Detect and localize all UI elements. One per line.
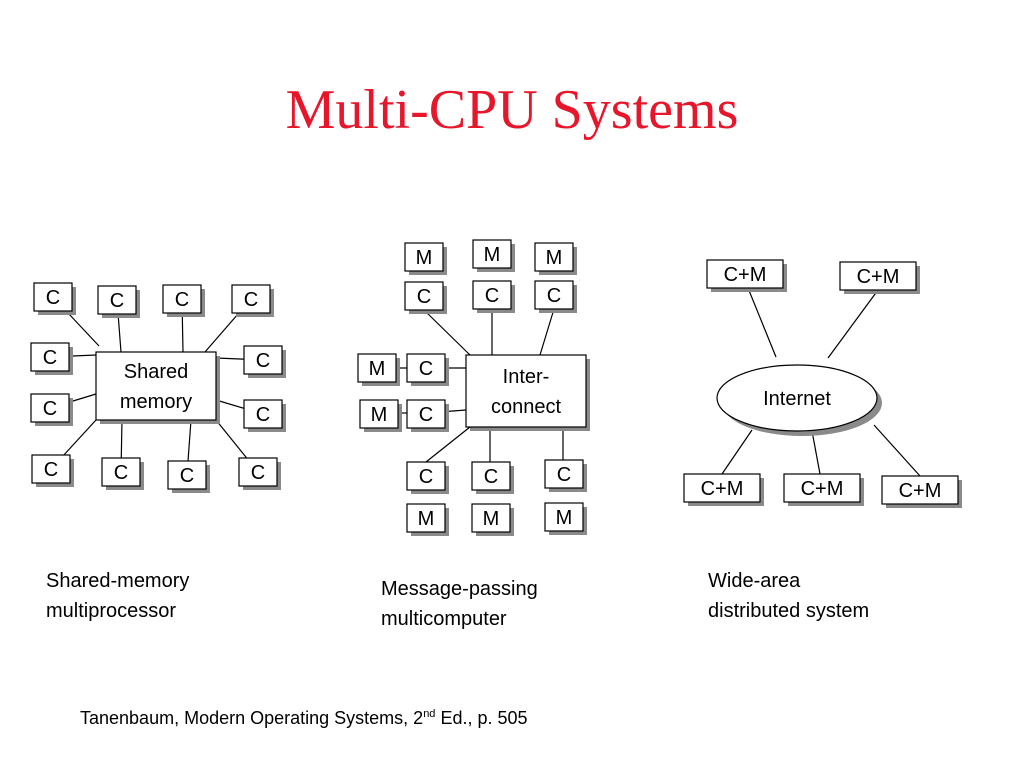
cpu-box: C	[472, 280, 515, 313]
cpu-box-label: C	[256, 404, 270, 426]
cpu-box-label: C	[180, 465, 194, 487]
citation-text: Tanenbaum, Modern Operating Systems, 2	[80, 708, 424, 728]
computer-box: C+M	[783, 473, 864, 506]
memory-box-label: M	[483, 508, 500, 530]
caption-distributed: Wide-area distributed system	[708, 566, 869, 626]
cpu-box-label: C	[419, 404, 433, 426]
cpu-box-label: C	[114, 462, 128, 484]
interconnect-box-label: Inter-	[503, 366, 550, 388]
interconnect-box-label: connect	[491, 396, 561, 418]
cpu-box: C	[33, 282, 76, 315]
cpu-box: C	[243, 345, 286, 378]
citation-text-end: Ed., p. 505	[435, 708, 528, 728]
cpu-box-label: C	[557, 464, 571, 486]
memory-box: M	[534, 242, 577, 275]
cpu-box: C	[406, 461, 449, 494]
memory-box-label: M	[416, 247, 433, 269]
cpu-box: C	[238, 457, 281, 490]
computer-box-label: C+M	[899, 480, 942, 502]
cpu-box: C	[162, 284, 205, 317]
caption-message-passing: Message-passing multicomputer	[381, 574, 538, 634]
cpu-box: C	[406, 353, 449, 386]
cpu-box: C	[101, 457, 144, 490]
memory-box-label: M	[546, 247, 563, 269]
cpu-box: C	[97, 285, 140, 318]
cpu-box-label: C	[43, 398, 57, 420]
computer-box: C+M	[706, 259, 787, 292]
memory-box-label: M	[369, 358, 386, 380]
cpu-box-label: C	[419, 358, 433, 380]
computer-box-label: C+M	[724, 264, 767, 286]
memory-box-label: M	[556, 507, 573, 529]
cpu-box-label: C	[484, 466, 498, 488]
cpu-box-label: C	[256, 350, 270, 372]
interconnect-link	[539, 308, 555, 356]
cpu-box-label: C	[485, 285, 499, 307]
computer-box: C+M	[839, 261, 920, 294]
slide-title: Multi-CPU Systems	[285, 79, 739, 141]
cpu-box: C	[243, 399, 286, 432]
computer-box-label: C+M	[857, 266, 900, 288]
caption-line: Shared-memory	[46, 570, 190, 592]
internet-link	[747, 287, 777, 358]
internet-link	[827, 289, 879, 359]
computer-box-label: C+M	[701, 478, 744, 500]
cpu-box: C	[30, 342, 73, 375]
cpu-box: C	[231, 284, 274, 317]
cpu-box-label: C	[110, 290, 124, 312]
footer-citation: Tanenbaum, Modern Operating Systems, 2nd…	[80, 708, 528, 729]
interconnect-box: Inter-connect	[465, 354, 590, 431]
cpu-box-label: C	[419, 466, 433, 488]
cpu-box: C	[30, 393, 73, 426]
memory-box-label: M	[371, 404, 388, 426]
cpu-box-label: C	[251, 462, 265, 484]
interconnect-link	[423, 309, 471, 356]
internet-ellipse-label: Internet	[763, 388, 831, 410]
cpu-box: C	[404, 281, 447, 314]
shared-memory-box: Shared memory	[95, 351, 220, 424]
internet-ellipse: Internet	[716, 364, 882, 436]
cpu-box-label: C	[43, 347, 57, 369]
memory-box: M	[404, 242, 447, 275]
shared-memory-box-label: Shared	[124, 361, 189, 383]
caption-line: multiprocessor	[46, 600, 177, 622]
internet-link	[873, 424, 921, 477]
shared-memory-box-label: memory	[120, 391, 192, 413]
computer-box-label: C+M	[801, 478, 844, 500]
cpu-box-label: C	[547, 285, 561, 307]
interconnect-link	[425, 426, 471, 463]
caption-line: distributed system	[708, 600, 870, 622]
caption-shared-memory: Shared-memory multiprocessor	[46, 566, 189, 626]
memory-box-label: M	[418, 508, 435, 530]
cpu-box: C	[471, 461, 514, 494]
caption-line: Message-passing	[381, 578, 538, 600]
cpu-box-label: C	[175, 289, 189, 311]
memory-box-label: M	[484, 244, 501, 266]
cpu-box: C	[406, 399, 449, 432]
memory-box: M	[357, 353, 400, 386]
cpu-box: C	[31, 454, 74, 487]
memory-box: M	[406, 503, 449, 536]
cpu-box: C	[534, 280, 577, 313]
caption-line: multicomputer	[381, 608, 507, 630]
cpu-box: C	[167, 460, 210, 493]
cpu-box: C	[544, 459, 587, 492]
cpu-box-label: C	[46, 287, 60, 309]
computer-box: C+M	[881, 475, 962, 508]
memory-box: M	[472, 239, 515, 272]
internet-link	[721, 429, 753, 475]
cpu-box-label: C	[244, 289, 258, 311]
computer-box: C+M	[683, 473, 764, 506]
memory-box: M	[471, 503, 514, 536]
cpu-box-label: C	[44, 459, 58, 481]
citation-superscript: nd	[423, 708, 436, 720]
internet-link	[811, 430, 821, 475]
caption-line: Wide-area	[708, 570, 801, 592]
memory-box: M	[359, 399, 402, 432]
cpu-box-label: C	[417, 286, 431, 308]
memory-box: M	[544, 502, 587, 535]
